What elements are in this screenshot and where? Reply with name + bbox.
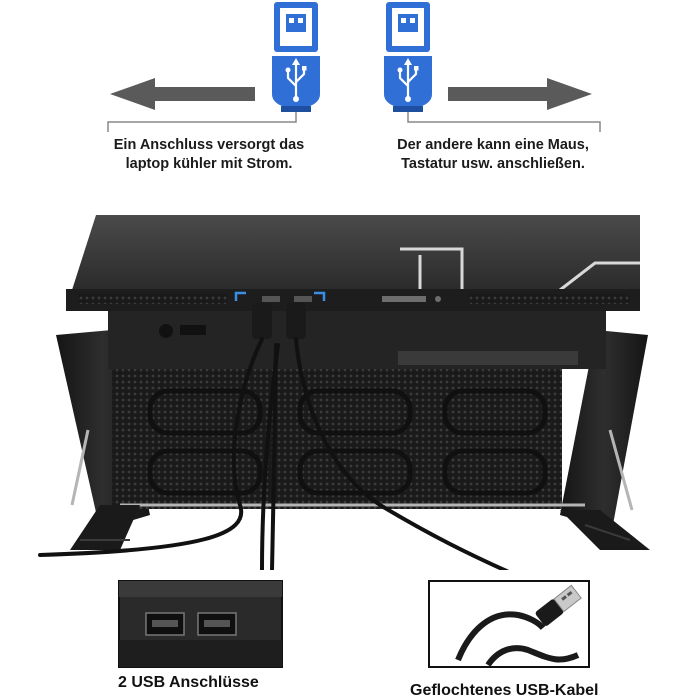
arrow-left-icon <box>110 78 255 110</box>
usb-plug-icon <box>270 0 322 114</box>
ports-label: 2 USB Anschlüsse <box>118 674 259 691</box>
right-caption: Der andere kann eine Maus, Tastatur usw.… <box>370 136 616 174</box>
cable-label: Geflochtenes USB-Kabel <box>410 682 599 699</box>
usb-ports-inset <box>118 580 283 668</box>
arrow-right-icon <box>448 78 592 110</box>
right-caption-line-1: Der andere kann eine Maus, <box>397 137 589 153</box>
usb-cable-inset <box>428 580 590 668</box>
usb-plug-icon <box>382 0 434 114</box>
left-caption: Ein Anschluss versorgt das laptop kühler… <box>95 136 323 174</box>
left-caption-line-1: Ein Anschluss versorgt das <box>113 137 305 153</box>
laptop-cooler-image <box>38 215 650 570</box>
right-caption-line-2: Tastatur usw. anschließen. <box>401 156 585 172</box>
usb-diagram <box>107 0 601 132</box>
left-caption-line-2: laptop kühler mit Strom. <box>125 156 293 172</box>
